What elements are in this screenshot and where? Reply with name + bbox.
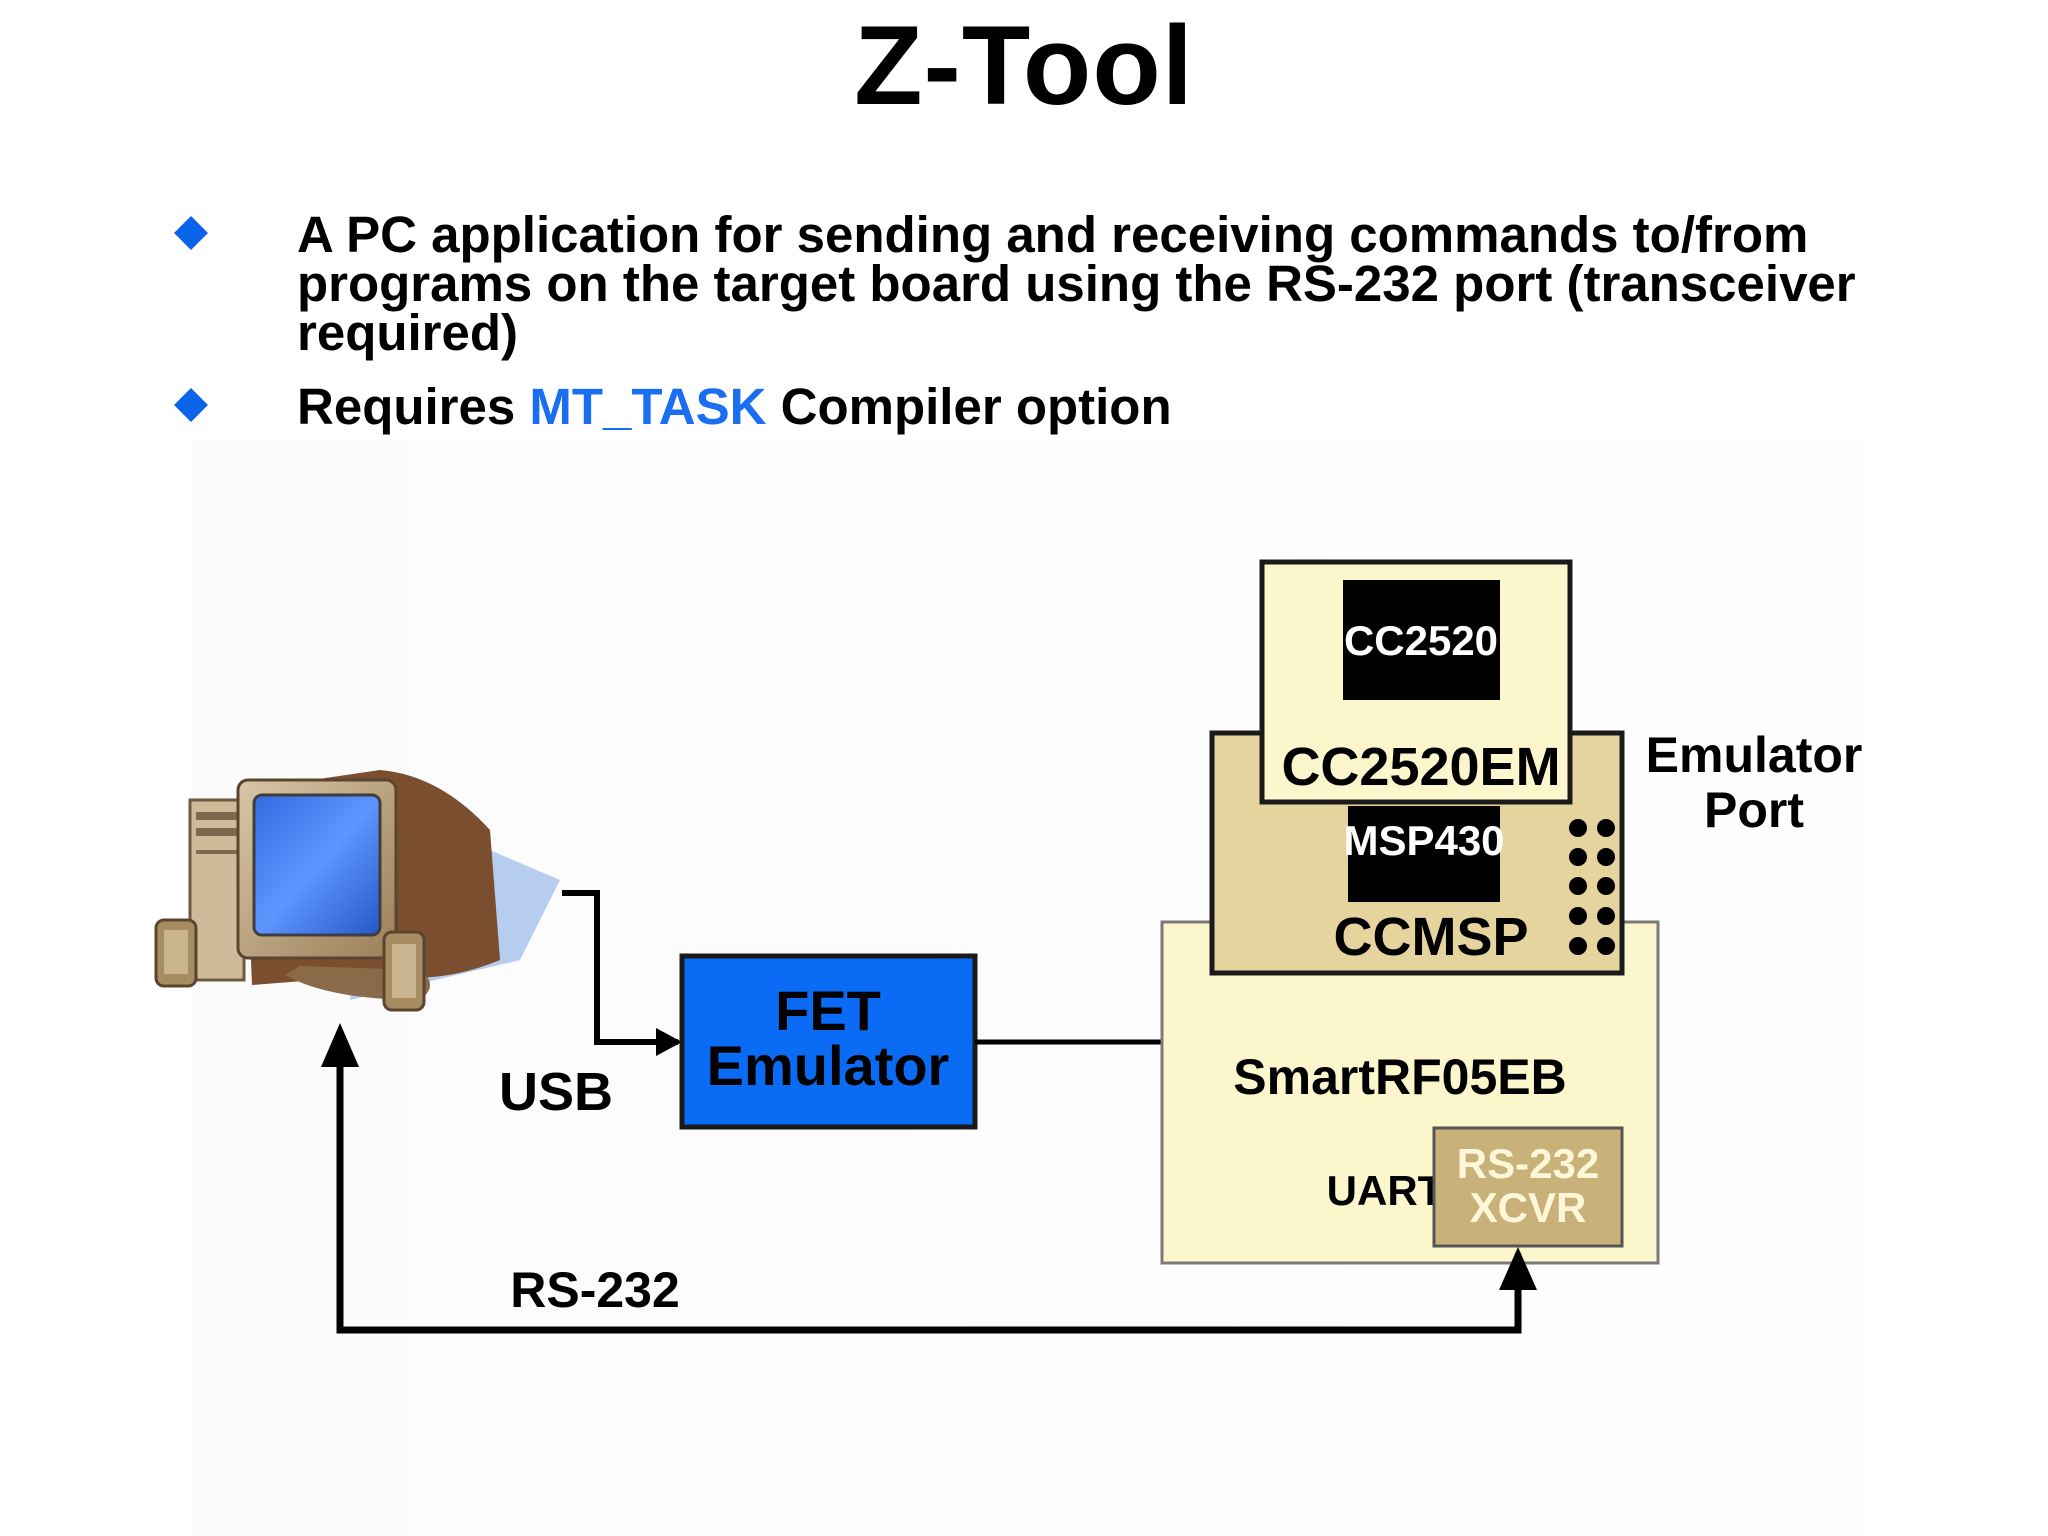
- usb-arrow-head: [656, 1028, 682, 1056]
- ccmsp-label: CCMSP: [1333, 907, 1528, 967]
- cc2520-chip: [1343, 580, 1500, 700]
- cc2520em-label: CC2520EM: [1281, 737, 1560, 797]
- rs232-connection-line: [336, 1055, 1522, 1334]
- emulator-port-line1: Emulator: [1646, 727, 1863, 783]
- msp430-chip: [1348, 806, 1500, 902]
- diagram-background: [192, 440, 2048, 1536]
- rs232-xcvr-box: RS-232 XCVR: [1432, 1126, 1624, 1248]
- bullet-text: Requires MT_TASK Compiler option: [297, 381, 1917, 432]
- slide-title: Z-Tool: [854, 3, 1194, 128]
- bullet-text-prefix: Requires: [297, 378, 530, 435]
- xcvr-line1: RS-232: [1457, 1140, 1599, 1187]
- msp430-label: MSP430: [1343, 817, 1504, 864]
- bullet-text: A PC application for sending and receivi…: [297, 206, 1856, 361]
- fet-emulator-line2: Emulator: [707, 1034, 950, 1097]
- fet-emulator-line1: FET: [775, 979, 881, 1042]
- compiler-option-highlight: MT_TASK: [529, 378, 767, 435]
- uart-label: UART: [1327, 1167, 1444, 1214]
- rs232-arrow-head-to-pc: [321, 1023, 359, 1067]
- usb-label: USB: [499, 1062, 613, 1122]
- desktop-computer-icon: [154, 770, 560, 1012]
- fet-emulator-box: FET Emulator: [679, 953, 978, 1130]
- xcvr-line2: XCVR: [1470, 1184, 1587, 1231]
- emulator-port-pins: [1569, 819, 1615, 955]
- cc2520-label: CC2520: [1344, 617, 1498, 664]
- smartrf-label: SmartRF05EB: [1233, 1049, 1566, 1105]
- rs232-arrow-head-to-xcvr: [1499, 1247, 1537, 1290]
- bullet-text-suffix: Compiler option: [766, 378, 1172, 435]
- usb-connection-line: [562, 890, 678, 1045]
- emulator-port-line2: Port: [1704, 782, 1804, 838]
- cc2520em-board: CC2520 CC2520EM: [1259, 559, 1573, 805]
- rs232-label: RS-232: [510, 1262, 680, 1318]
